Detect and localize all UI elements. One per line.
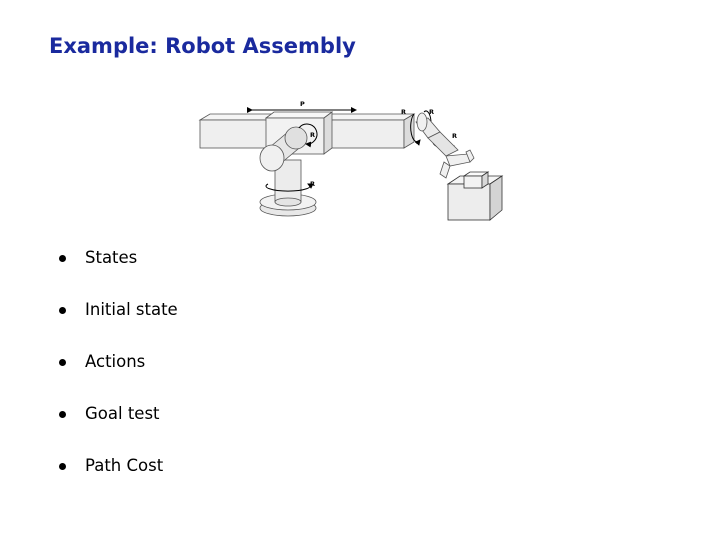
bullet-list: States Initial state Actions Goal test P…: [56, 248, 178, 508]
bullet-item: States: [56, 248, 178, 300]
bullet-text: Actions: [85, 352, 146, 371]
bullet-dot: [59, 255, 66, 262]
bullet-item: Initial state: [56, 300, 178, 352]
joint-label-r-shoulder: R: [310, 131, 315, 139]
bullet-dot: [59, 463, 66, 470]
bullet-dot: [59, 307, 66, 314]
bullet-text: States: [85, 248, 138, 267]
robot-arm-diagram: P R R R R R: [198, 100, 504, 221]
joint-label-r-wrist-2: R: [429, 108, 434, 116]
bullet-item: Goal test: [56, 404, 178, 456]
robot-arm-figure: P R R R R R: [196, 92, 510, 224]
bullet-item: Path Cost: [56, 456, 178, 508]
joint-label-p: P: [300, 100, 305, 108]
robot-wrist: [415, 112, 459, 157]
bullet-text: Path Cost: [85, 456, 164, 475]
robot-shoulder: [259, 126, 308, 172]
joint-label-r-wrist-1: R: [401, 108, 406, 116]
robot-gripper: [439, 149, 475, 179]
bullet-dot: [59, 411, 66, 418]
joint-label-r-base: R: [310, 180, 315, 188]
bullet-text: Initial state: [85, 300, 178, 319]
workpiece-box: [446, 171, 504, 221]
bullet-dot: [59, 359, 66, 366]
slide-title: Example: Robot Assembly: [49, 34, 356, 58]
bullet-text: Goal test: [85, 404, 160, 423]
bullet-item: Actions: [56, 352, 178, 404]
joint-label-r-wrist-3: R: [452, 132, 457, 140]
